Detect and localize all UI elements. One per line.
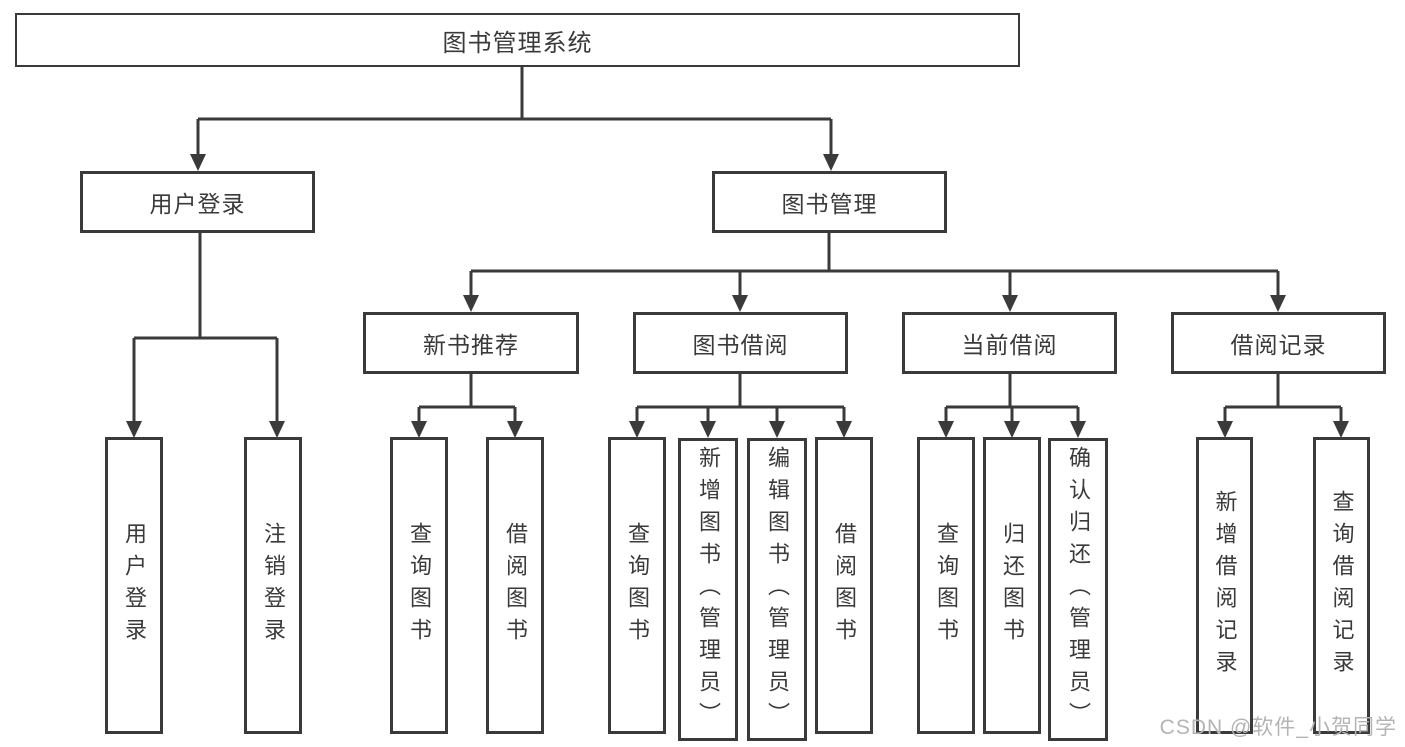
node-label: 图书管理系统 [442,29,593,57]
leaf-add-book-admin: 新增图书（管理员） [678,438,738,741]
leaf-confirm-return-admin: 确认归还（管理员） [1048,438,1108,741]
leaf-user-login: 用户登录 [105,437,163,734]
leaf-label: 借阅图书 [832,521,857,650]
node-label: 图书借阅 [692,332,789,358]
node-user-login: 用户登录 [80,171,315,233]
leaf-label: 编辑图书（管理员） [765,445,790,734]
node-label: 用户登录 [149,191,246,217]
node-label: 图书管理 [781,191,878,217]
node-root: 图书管理系统 [15,13,1020,67]
leaf-query-books-recommend: 查询图书 [390,437,448,734]
leaf-borrow-books-recommend: 借阅图书 [486,437,544,734]
leaf-label: 新增借阅记录 [1212,489,1238,682]
leaf-return-book: 归还图书 [983,437,1041,734]
leaf-label: 确认归还（管理员） [1066,445,1091,734]
leaf-label: 用户登录 [122,521,147,650]
node-label: 借阅记录 [1230,332,1327,358]
leaf-label: 查询图书 [625,521,650,650]
leaf-edit-book-admin: 编辑图书（管理员） [747,438,807,741]
node-label: 新书推荐 [423,332,519,358]
leaf-query-books-borrow: 查询图书 [608,437,666,734]
node-book-management: 图书管理 [712,171,947,233]
node-current-borrow: 当前借阅 [902,312,1117,374]
node-new-book-recommend: 新书推荐 [363,312,579,374]
leaf-query-books-current: 查询图书 [917,437,975,734]
leaf-label: 新增图书（管理员） [696,445,721,734]
node-label: 当前借阅 [961,332,1058,358]
leaf-label: 注销登录 [261,521,286,650]
leaf-label: 查询图书 [934,521,959,650]
leaf-query-borrow-record: 查询借阅记录 [1313,437,1370,734]
leaf-logout: 注销登录 [244,437,302,734]
leaf-add-borrow-record: 新增借阅记录 [1196,437,1253,734]
node-book-borrow: 图书借阅 [633,312,848,374]
leaf-label: 查询借阅记录 [1329,489,1355,682]
leaf-label: 借阅图书 [503,521,528,650]
node-borrow-records: 借阅记录 [1171,312,1386,374]
watermark-text: CSDN @软件_小贺同学 [1159,716,1397,739]
leaf-label: 查询图书 [407,521,432,650]
leaf-borrow-books: 借阅图书 [815,437,873,734]
leaf-label: 归还图书 [1000,521,1025,650]
